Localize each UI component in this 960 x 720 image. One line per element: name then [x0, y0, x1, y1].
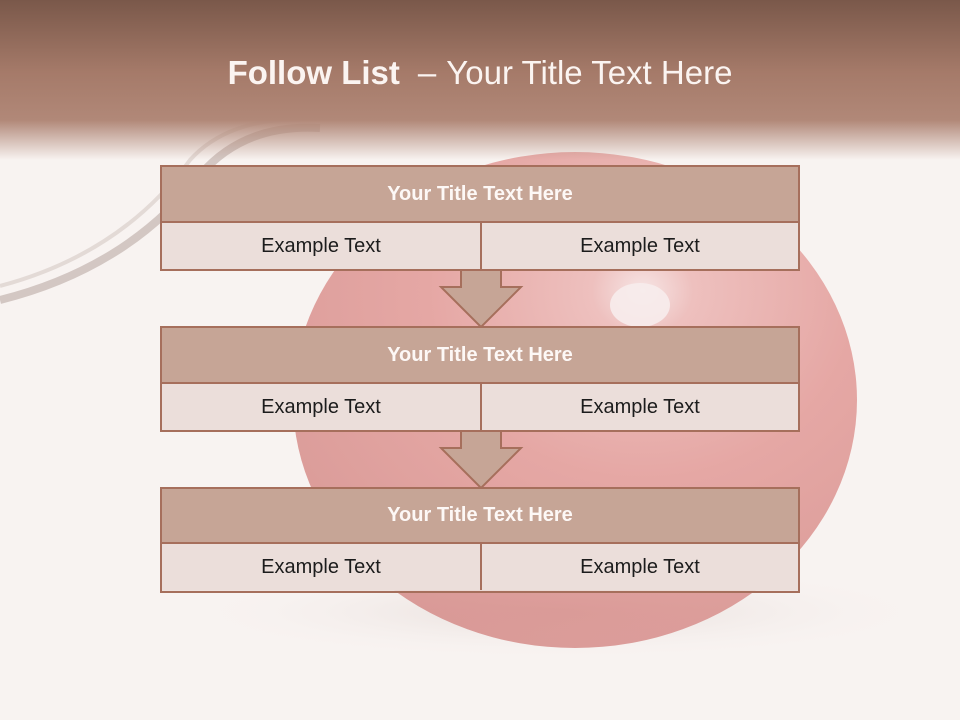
- slide-title: Follow List–Your Title Text Here: [0, 54, 960, 92]
- block-cell-right: Example Text: [482, 544, 798, 590]
- block-title: Your Title Text Here: [162, 328, 798, 384]
- block-title: Your Title Text Here: [162, 167, 798, 223]
- slide-title-rest: Your Title Text Here: [446, 54, 733, 91]
- header-band: [0, 0, 960, 160]
- block-cell-right: Example Text: [482, 384, 798, 430]
- list-block-1: Your Title Text Here Example Text Exampl…: [160, 165, 800, 271]
- list-block-2: Your Title Text Here Example Text Exampl…: [160, 326, 800, 432]
- slide-title-separator: –: [417, 54, 437, 91]
- block-cell-left: Example Text: [162, 223, 482, 269]
- down-arrow-icon: [438, 430, 524, 490]
- block-title: Your Title Text Here: [162, 489, 798, 544]
- block-cell-left: Example Text: [162, 384, 482, 430]
- block-cell-right: Example Text: [482, 223, 798, 269]
- block-cell-left: Example Text: [162, 544, 482, 590]
- down-arrow-icon: [438, 269, 524, 329]
- list-block-3: Your Title Text Here Example Text Exampl…: [160, 487, 800, 593]
- slide-title-bold: Follow List: [227, 54, 400, 91]
